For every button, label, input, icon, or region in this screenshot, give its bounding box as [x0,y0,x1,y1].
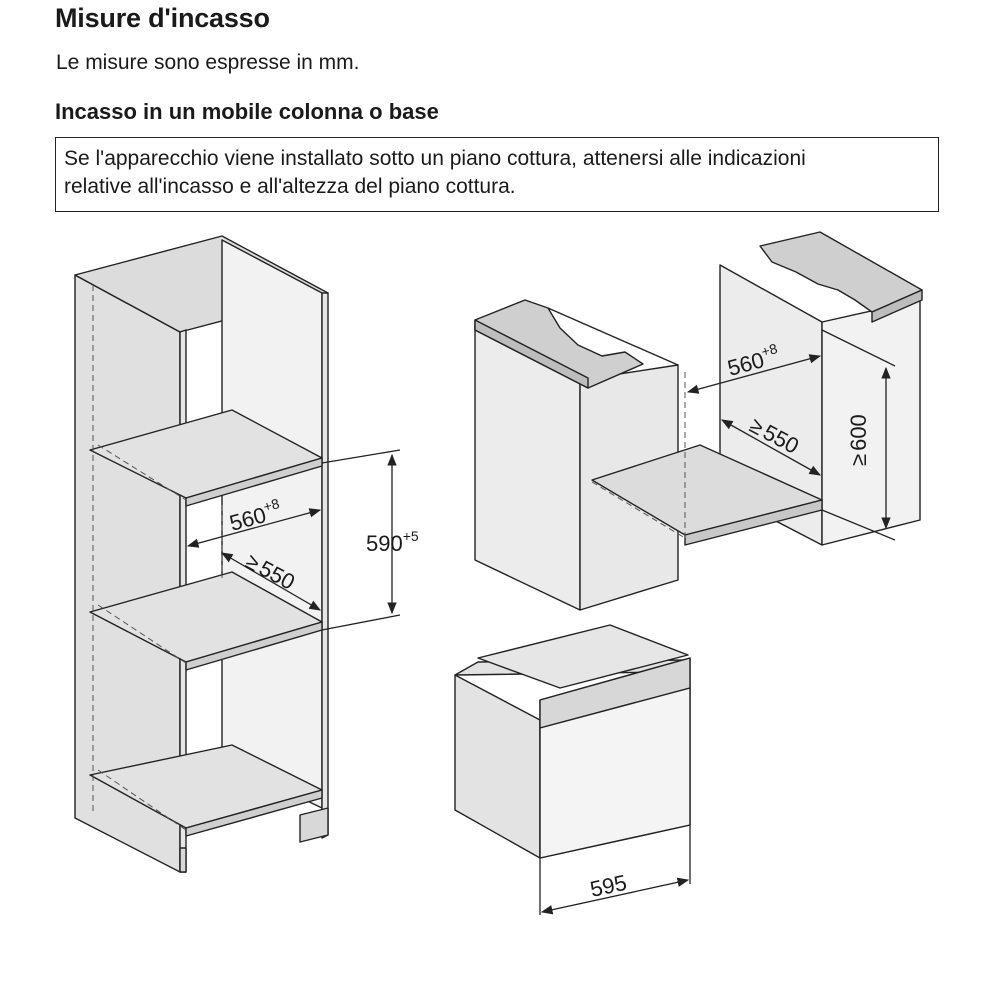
base-height-label: ≥600 [846,414,871,466]
base-width-arrow [686,354,822,394]
base-left-countertop-edge [474,319,589,389]
units-note: Le misure sono espresse in mm. [56,51,360,74]
column-width-arrow [186,508,322,548]
oven-housing-side [454,674,541,859]
base-height-ext-bottom [821,509,896,541]
base-dimensions [686,329,896,541]
installation-notice-box: Se l'apparecchio viene installato sotto … [55,137,939,212]
base-height-ext-top [821,329,896,367]
page-title: Misure d'incasso [55,3,270,33]
column-plinth-left [179,847,187,873]
column-height-ext-bottom [321,614,401,631]
notice-line-2: relative all'incasso e all'altezza del p… [64,175,516,198]
oven-dimensions [539,825,691,915]
base-depth-arrow [720,419,822,476]
column-upper-shelf-edge [185,457,323,507]
base-right-countertop [759,231,923,313]
column-height-label: 590+5 [366,528,419,556]
base-right-countertop-edge [871,289,923,323]
oven-appliance [454,624,691,859]
oven-width-arrow [540,877,690,915]
column-dimensions [186,449,401,631]
notice-line-1: Se l'apparecchio viene installato sotto … [64,147,806,170]
base-hidden-edges [591,372,686,540]
column-height-ext-top [321,449,401,464]
base-cabinet [474,231,923,611]
column-plinth [299,807,329,843]
oven-body-top [477,624,689,689]
section-title: Incasso in un mobile colonna o base [55,99,439,124]
oven-width-label: 595 [588,870,629,902]
column-depth-arrow [220,552,322,611]
oven-dimension-labels: 595 [588,870,629,902]
column-bottom-shelf-edge [185,789,323,837]
column-cabinet [74,235,329,873]
column-right-stile [321,292,329,839]
